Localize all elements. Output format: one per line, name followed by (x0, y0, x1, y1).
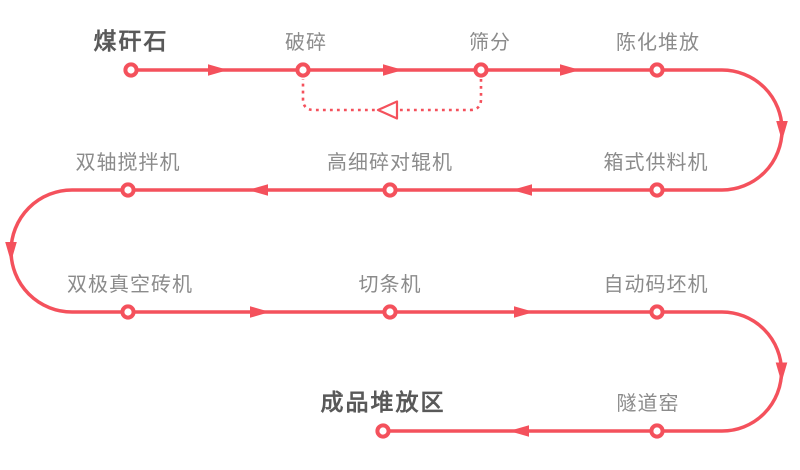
stage-node-fine-roller-crusher (382, 182, 398, 198)
stage-node-strip-cutter (382, 304, 398, 320)
arrow-down-icon (776, 121, 788, 141)
arrow-right-icon (250, 306, 270, 318)
stage-node-tunnel-kiln (649, 423, 665, 439)
arrow-right-icon (560, 64, 580, 76)
stage-label-raw-material: 煤矸石 (93, 28, 169, 54)
arrow-left-icon (509, 425, 529, 437)
stage-label-aging-stacking: 陈化堆放 (616, 32, 700, 54)
feedback-open-arrow-icon (376, 100, 399, 120)
stage-node-twin-shaft-mixer (120, 182, 136, 198)
stage-node-box-feeder (649, 182, 665, 198)
arrow-left-icon (248, 184, 268, 196)
stage-node-vacuum-brick-machine (120, 304, 136, 320)
stage-node-finished-area (375, 423, 391, 439)
stage-nodes (120, 62, 665, 439)
stage-label-fine-roller-crusher: 高细碎对辊机 (327, 152, 453, 174)
stage-node-crushing (295, 62, 311, 78)
stage-node-screening (473, 62, 489, 78)
stage-label-vacuum-brick-machine: 双极真空砖机 (67, 274, 193, 296)
stage-label-finished-area: 成品堆放区 (320, 389, 446, 415)
arrow-down-icon (5, 242, 17, 262)
arrow-down-icon (775, 362, 788, 383)
stage-node-raw-material (123, 62, 139, 78)
stage-label-twin-shaft-mixer: 双轴搅拌机 (75, 152, 181, 174)
stage-label-strip-cutter: 切条机 (358, 274, 422, 296)
stage-label-crushing: 破碎 (285, 32, 327, 54)
arrow-left-icon (512, 184, 532, 196)
stage-label-auto-stacker: 自动码坯机 (603, 274, 709, 296)
stage-node-aging-stacking (649, 62, 665, 78)
arrow-right-icon (514, 306, 534, 318)
stage-label-tunnel-kiln: 隧道窑 (616, 393, 680, 415)
arrow-right-icon (208, 64, 228, 76)
flow-arrows (5, 64, 788, 437)
stage-label-box-feeder: 箱式供料机 (603, 152, 709, 174)
arrow-right-icon (383, 64, 403, 76)
stage-label-screening: 筛分 (469, 32, 511, 54)
flow-path (9, 68, 784, 433)
stage-node-auto-stacker (649, 304, 665, 320)
